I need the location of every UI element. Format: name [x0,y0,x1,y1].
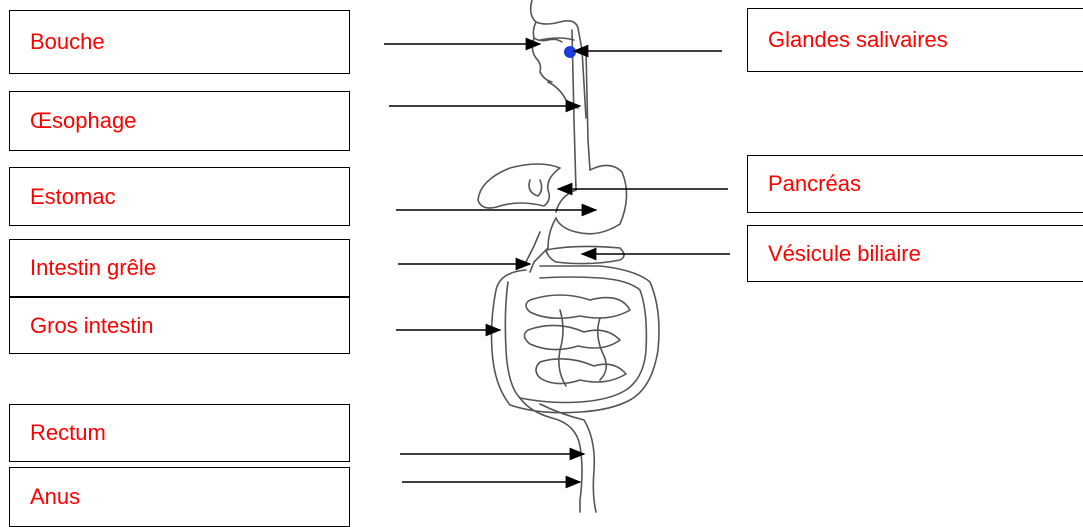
label-pancreas: Pancréas [747,155,1083,213]
label-anus: Anus [9,467,350,527]
label-anus-text: Anus [30,484,80,510]
label-gros-intestin-text: Gros intestin [30,313,154,339]
label-gros-intestin: Gros intestin [9,297,350,354]
label-vesicule-biliaire: Vésicule biliaire [747,225,1083,282]
digestive-tract-illustration [478,0,659,512]
label-intestin-grele-text: Intestin grêle [30,255,156,281]
label-rectum-text: Rectum [30,420,106,446]
label-bouche: Bouche [9,10,350,74]
label-oesophage-text: Œsophage [30,108,136,134]
label-glandes-salivaires-text: Glandes salivaires [768,27,948,53]
label-bouche-text: Bouche [30,29,105,55]
label-glandes-salivaires: Glandes salivaires [747,8,1083,72]
label-oesophage: Œsophage [9,91,350,151]
label-rectum: Rectum [9,404,350,462]
label-estomac-text: Estomac [30,184,116,210]
label-estomac: Estomac [9,167,350,226]
label-arrows [384,44,730,482]
salivary-gland-dot [564,46,576,58]
label-intestin-grele: Intestin grêle [9,239,350,297]
label-vesicule-biliaire-text: Vésicule biliaire [768,241,921,267]
label-pancreas-text: Pancréas [768,171,861,197]
